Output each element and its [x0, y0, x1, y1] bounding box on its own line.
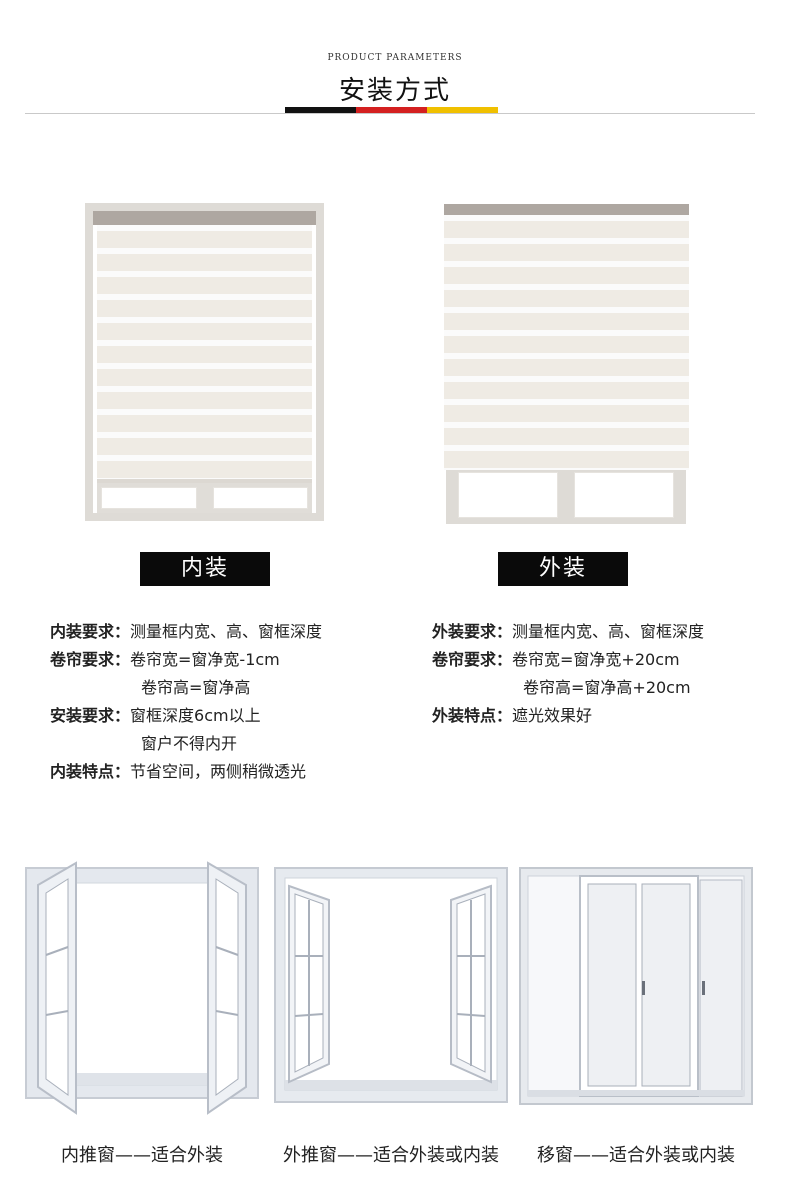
- blind-sheer-stripe: [444, 307, 689, 313]
- window-caption-sliding: 移窗——适合外装或内装: [537, 1145, 735, 1166]
- blind-fabric-stripe: [444, 244, 689, 261]
- page-title: 安装方式: [338, 76, 451, 106]
- blind-fabric-stripe: [97, 300, 312, 317]
- window-glass-left: [101, 487, 197, 509]
- outside-mount-tag: 外装: [498, 552, 628, 586]
- blind-fabric-stripe: [97, 231, 312, 248]
- blind-sheer-stripe: [444, 215, 689, 221]
- blind-sheer-stripe: [444, 445, 689, 451]
- blind-sheer-stripe: [444, 238, 689, 244]
- outward-casement-window-image: [274, 867, 508, 1103]
- blind-sheer-stripe: [97, 294, 312, 300]
- req-row: 窗户不得内开: [141, 734, 238, 753]
- blind-fabric-stripe: [97, 277, 312, 294]
- blind-sheer-stripe: [97, 363, 312, 369]
- blind-sheer-stripe: [444, 330, 689, 336]
- blind-bottom-rail: [97, 479, 312, 483]
- inside-mount-tag: 内装: [140, 552, 270, 586]
- blind-sheer-stripe: [97, 432, 312, 438]
- outside-window-frame: [446, 460, 686, 524]
- req-row: 内装特点：节省空间，两侧稍微透光: [50, 762, 307, 781]
- blind-fabric-stripe: [97, 369, 312, 386]
- req-row: 内装要求：测量框内宽、高、窗框深度: [50, 622, 323, 641]
- req-row: 卷帘高=窗净高+20cm: [523, 678, 691, 697]
- req-row: 外装要求：测量框内宽、高、窗框深度: [432, 622, 705, 641]
- zebra-blind-fabric: [444, 215, 689, 470]
- blind-fabric-stripe: [97, 346, 312, 363]
- blind-fabric-stripe: [444, 267, 689, 284]
- header-divider: [25, 113, 755, 114]
- blind-sheer-stripe: [444, 399, 689, 405]
- sliding-window-image: [519, 867, 753, 1105]
- req-row: 外装特点：遮光效果好: [432, 706, 593, 725]
- blind-fabric-stripe: [444, 290, 689, 307]
- req-row: 卷帘要求：卷帘宽=窗净宽+20cm: [432, 650, 680, 669]
- window-caption-outward: 外推窗——适合外装或内装: [283, 1145, 499, 1166]
- flag-stripe-red: [356, 107, 427, 113]
- blind-sheer-stripe: [444, 468, 689, 470]
- flag-stripe-yellow: [427, 107, 498, 113]
- blind-fabric-stripe: [97, 438, 312, 455]
- blind-sheer-stripe: [97, 409, 312, 415]
- window-glass-right: [574, 472, 674, 518]
- zebra-blind-fabric: [97, 225, 312, 480]
- header-subtitle: PRODUCT PARAMETERS: [327, 53, 463, 63]
- window-glass-right: [213, 487, 308, 509]
- req-row: 安装要求：窗框深度6cm以上: [50, 706, 261, 725]
- inside-mount-illustration: [85, 203, 324, 521]
- blind-fabric-stripe: [444, 405, 689, 422]
- window-caption-inward: 内推窗——适合外装: [61, 1145, 223, 1166]
- blind-fabric-stripe: [97, 254, 312, 271]
- blind-fabric-stripe: [444, 451, 689, 468]
- flag-stripe-black: [285, 107, 356, 113]
- blind-fabric-stripe: [444, 221, 689, 238]
- outside-mount-requirements: 外装要求：测量框内宽、高、窗框深度 卷帘要求：卷帘宽=窗净宽+20cm 卷帘高=…: [432, 618, 704, 730]
- blind-fabric-stripe: [97, 415, 312, 432]
- blind-fabric-stripe: [444, 336, 689, 353]
- blind-sheer-stripe: [444, 353, 689, 359]
- blind-sheer-stripe: [97, 340, 312, 346]
- blind-sheer-stripe: [97, 225, 312, 231]
- req-row: 卷帘高=窗净高: [141, 678, 251, 697]
- blind-sheer-stripe: [444, 261, 689, 267]
- blind-fabric-stripe: [444, 313, 689, 330]
- blind-sheer-stripe: [97, 317, 312, 323]
- blind-sheer-stripe: [444, 376, 689, 382]
- blind-fabric-stripe: [97, 461, 312, 478]
- req-row: 卷帘要求：卷帘宽=窗净宽-1cm: [50, 650, 280, 669]
- window-opening: [93, 211, 316, 513]
- inward-casement-window-image: [25, 861, 259, 1115]
- blind-sheer-stripe: [444, 284, 689, 290]
- window-glass-left: [458, 472, 558, 518]
- blind-sheer-stripe: [97, 455, 312, 461]
- blind-sheer-stripe: [444, 422, 689, 428]
- blind-headrail: [93, 211, 316, 225]
- blind-fabric-stripe: [444, 428, 689, 445]
- blind-headrail: [444, 204, 689, 215]
- window-sash: [97, 483, 312, 513]
- blind-fabric-stripe: [444, 382, 689, 399]
- inside-mount-requirements: 内装要求：测量框内宽、高、窗框深度 卷帘要求：卷帘宽=窗净宽-1cm 卷帘高=窗…: [50, 618, 322, 786]
- blind-fabric-stripe: [444, 359, 689, 376]
- blind-sheer-stripe: [97, 248, 312, 254]
- blind-fabric-stripe: [97, 392, 312, 409]
- blind-sheer-stripe: [97, 271, 312, 277]
- blind-fabric-stripe: [97, 323, 312, 340]
- blind-sheer-stripe: [97, 386, 312, 392]
